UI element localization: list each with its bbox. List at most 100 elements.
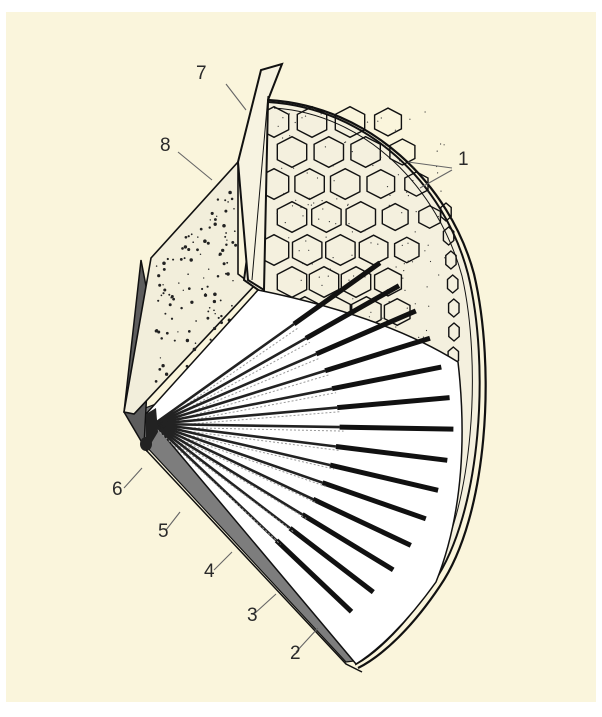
stipple-dot <box>399 160 400 161</box>
stipple-dot <box>213 327 216 330</box>
stipple-dot <box>203 239 207 243</box>
stipple-dot <box>428 306 429 307</box>
stipple-dot <box>231 198 234 201</box>
stipple-dot <box>377 244 378 245</box>
stipple-dot <box>406 192 407 193</box>
stipple-dot <box>428 191 429 192</box>
stipple-dot <box>220 299 222 301</box>
stipple-dot <box>163 268 166 271</box>
stipple-dot <box>204 294 207 297</box>
stipple-dot <box>213 293 217 297</box>
optic-nerve-stub <box>140 437 152 451</box>
stipple-dot <box>172 298 175 301</box>
stipple-dot <box>325 146 326 147</box>
stipple-dot <box>217 275 220 278</box>
label-6: 6 <box>112 480 123 499</box>
stipple-dot <box>216 216 217 217</box>
stipple-dot <box>190 301 193 304</box>
stipple-dot <box>425 111 426 112</box>
stipple-dot <box>382 318 383 319</box>
stipple-dot <box>292 205 293 206</box>
stipple-dot <box>196 248 199 251</box>
stipple-dot <box>157 274 160 277</box>
stipple-dot <box>313 202 314 203</box>
ommatidium-crystalline-cone <box>340 427 454 429</box>
stipple-dot <box>187 248 190 251</box>
label-4: 4 <box>204 562 215 581</box>
stipple-dot <box>295 122 296 123</box>
stipple-dot <box>301 280 302 281</box>
stipple-dot <box>352 231 353 232</box>
stipple-dot <box>293 168 294 169</box>
stipple-dot <box>187 273 189 275</box>
stipple-dot <box>160 357 161 358</box>
stipple-dot <box>281 168 282 169</box>
stipple-dot <box>232 280 233 281</box>
stipple-dot <box>184 257 186 259</box>
stipple-dot <box>407 308 408 309</box>
stipple-dot <box>192 241 194 243</box>
stipple-dot <box>367 122 368 123</box>
stipple-dot <box>412 180 413 181</box>
stipple-dot <box>381 117 382 118</box>
stipple-dot <box>299 250 300 251</box>
label-8: 8 <box>160 136 171 155</box>
diagram-panel: 1 2 3 4 5 6 7 8 <box>6 12 596 702</box>
stipple-dot <box>302 215 303 216</box>
stipple-dot <box>282 117 283 118</box>
stipple-dot <box>231 305 233 307</box>
stipple-dot <box>416 211 417 212</box>
stipple-dot <box>161 364 164 367</box>
stipple-dot <box>200 254 201 255</box>
stipple-dot <box>214 223 217 226</box>
stipple-dot <box>307 172 308 173</box>
stipple-dot <box>412 261 413 262</box>
stipple-dot <box>311 205 312 206</box>
stipple-dot <box>207 242 210 245</box>
stipple-dot <box>426 330 427 331</box>
stipple-dot <box>234 230 236 232</box>
stipple-dot <box>305 116 306 117</box>
stipple-dot <box>276 213 277 214</box>
stipple-dot <box>401 212 402 213</box>
stipple-dot <box>318 162 319 163</box>
stipple-dot <box>353 275 354 276</box>
stipple-dot <box>389 301 390 302</box>
stipple-dot <box>402 278 403 279</box>
stipple-dot <box>193 348 197 352</box>
stipple-dot <box>295 200 296 201</box>
stipple-dot <box>408 260 409 261</box>
stipple-dot <box>191 233 193 235</box>
stipple-dot <box>225 232 227 234</box>
stipple-dot <box>321 113 322 114</box>
stipple-dot <box>161 295 163 297</box>
stipple-dot <box>168 294 170 296</box>
stipple-dot <box>178 282 179 283</box>
stipple-dot <box>438 216 439 217</box>
stipple-dot <box>285 222 286 223</box>
stipple-dot <box>352 151 353 152</box>
stipple-dot <box>197 236 198 237</box>
stipple-dot <box>341 279 342 280</box>
label-1: 1 <box>458 150 469 169</box>
stipple-dot <box>347 205 348 206</box>
stipple-dot <box>352 298 353 299</box>
stipple-dot <box>225 244 227 246</box>
stipple-dot <box>226 239 227 240</box>
stipple-dot <box>319 277 320 278</box>
stipple-dot <box>403 270 404 271</box>
stipple-dot <box>317 177 318 178</box>
stipple-dot <box>444 144 445 145</box>
stipple-dot <box>209 307 211 309</box>
stipple-dot <box>158 284 161 287</box>
label-7: 7 <box>196 64 207 83</box>
stipple-dot <box>172 259 174 261</box>
stipple-dot <box>206 317 209 320</box>
stipple-dot <box>348 280 349 281</box>
stipple-dot <box>369 316 370 317</box>
stipple-dot <box>217 198 219 200</box>
stipple-dot <box>181 247 184 250</box>
stipple-dot <box>162 292 164 294</box>
stipple-dot <box>300 207 301 208</box>
stipple-dot <box>385 146 386 147</box>
